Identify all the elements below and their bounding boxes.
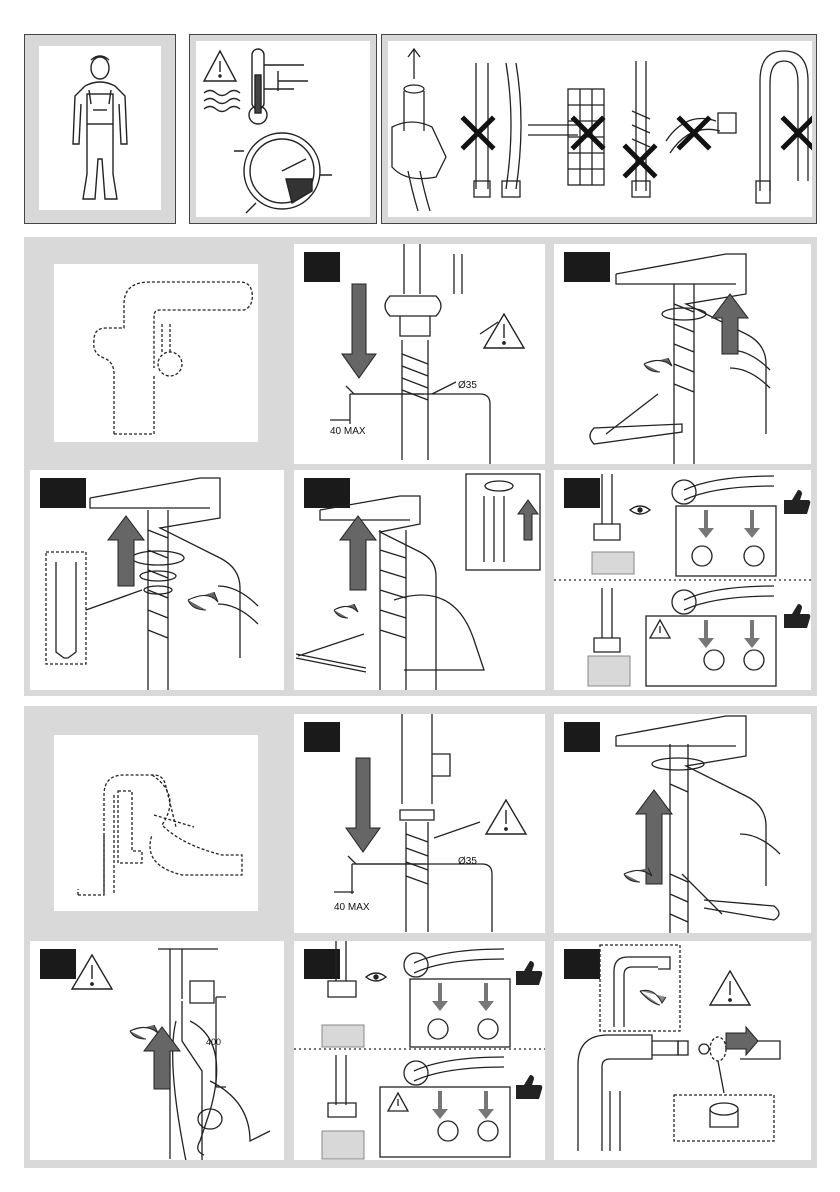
step-fix-square-underside xyxy=(554,714,811,933)
pressure-gauge-icon xyxy=(234,133,332,213)
step-insert-square-faucet: Ø35 40 MAX xyxy=(294,714,545,933)
square-faucet-overview xyxy=(54,735,258,911)
hose-length-label: 400 xyxy=(206,1037,221,1047)
warning-triangle-icon xyxy=(484,314,524,348)
warning-triangle-icon xyxy=(710,971,750,1005)
diameter-label: Ø35 xyxy=(458,380,477,391)
warning-triangle-icon xyxy=(650,620,670,638)
thumbs-up-icon xyxy=(516,1075,542,1099)
hose-handling-figure xyxy=(388,41,812,217)
eye-icon xyxy=(366,973,386,981)
diameter-label-2: Ø35 xyxy=(458,856,477,867)
temperature-pressure-figure xyxy=(196,41,370,217)
height-max-label-2: 40 MAX xyxy=(334,902,370,913)
step-adjust-rods xyxy=(294,470,545,690)
warning-triangle-icon xyxy=(486,800,526,834)
installer-figure xyxy=(39,46,161,210)
warning-triangle-icon xyxy=(388,1093,408,1111)
round-faucet-overview xyxy=(54,264,258,442)
height-max-label: 40 MAX xyxy=(330,426,366,437)
step-fix-underside xyxy=(554,244,811,464)
temperature-pressure-panel xyxy=(189,34,377,224)
thumbs-up-icon xyxy=(784,490,810,514)
thumbs-up-icon xyxy=(516,961,542,985)
step-insert-round-faucet: Ø35 40 MAX xyxy=(294,244,545,464)
thermometer-icon xyxy=(249,49,308,124)
step-route-pullout-hose: 400 xyxy=(30,941,284,1160)
thumbs-up-icon xyxy=(784,604,810,628)
warning-triangle-icon xyxy=(204,51,236,81)
step-connect-hoses-square xyxy=(294,941,545,1160)
installer-panel xyxy=(24,34,176,224)
step-tighten-nut xyxy=(30,470,284,690)
heat-waves-icon xyxy=(204,91,240,112)
eye-icon xyxy=(630,506,650,514)
step-connect-hoses xyxy=(554,470,811,690)
warning-triangle-icon xyxy=(72,955,112,989)
hose-handling-panel xyxy=(381,34,817,224)
step-attach-spray-head xyxy=(554,941,811,1160)
